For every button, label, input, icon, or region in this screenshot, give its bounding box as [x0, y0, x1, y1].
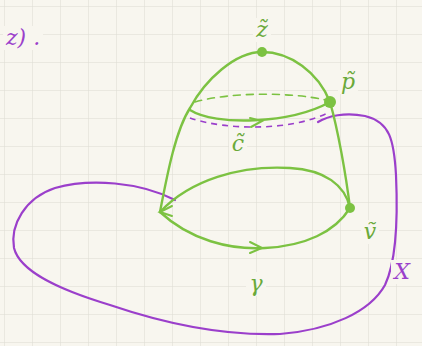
curve-label: c̃ [229, 132, 247, 156]
region-label: X [391, 260, 413, 284]
point-label: z̃ [253, 18, 271, 42]
point-label: p̃ [338, 70, 358, 94]
point-label: ṽ [361, 220, 379, 244]
surface-sketch [160, 52, 350, 253]
fragment-text: z) . [3, 26, 43, 50]
curve-label: γ [246, 272, 265, 296]
dashed-curve [190, 112, 330, 127]
region-outline [13, 114, 396, 334]
